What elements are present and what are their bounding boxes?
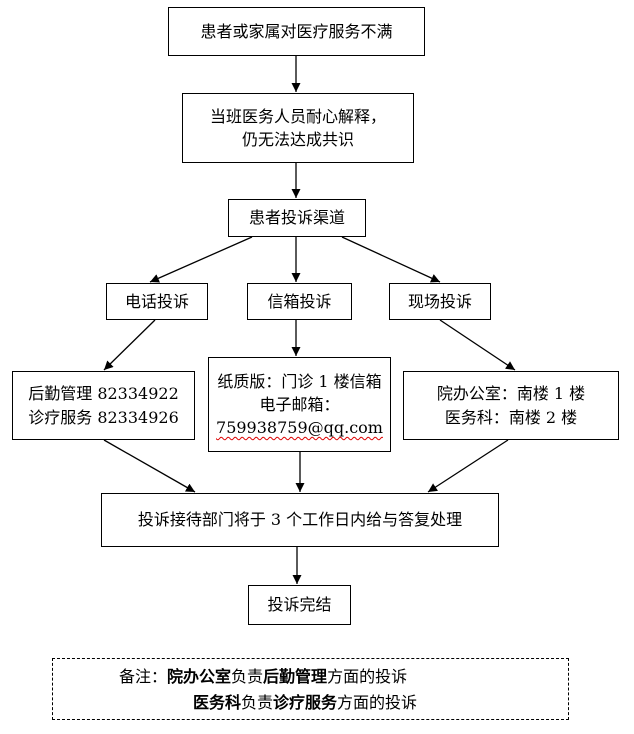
arrow-phone-detail-to-process <box>103 439 196 493</box>
mailbox-detail-line2: 电子邮箱： <box>259 394 340 414</box>
arrow-channels-to-phone <box>149 236 253 283</box>
remark-label: 备注： <box>119 667 168 686</box>
mailbox-detail-line1: 纸质版：门诊 1 楼信箱 <box>217 371 382 391</box>
arrow-phone-to-detail <box>103 319 156 371</box>
explain-text-line1: 当班医务人员耐心解释， <box>209 106 386 126</box>
channels-text: 患者投诉渠道 <box>248 208 345 228</box>
mailbox-detail-node: 纸质版：门诊 1 楼信箱 电子邮箱： 759938759@qq.com <box>208 357 391 452</box>
remark-line2: 医务科负责诊疗服务方面的投诉 <box>193 690 417 716</box>
remark-mid-1: 负责 <box>231 667 264 686</box>
remark-area-logistics: 后勤管理 <box>263 667 328 686</box>
onsite-detail-line2: 医务科：南楼 2 楼 <box>444 407 578 427</box>
start-node: 患者或家属对医疗服务不满 <box>168 7 425 56</box>
start-text: 患者或家属对医疗服务不满 <box>200 21 393 41</box>
process-node: 投诉接待部门将于 3 个工作日内给与答复处理 <box>101 493 499 547</box>
remark-mid-2: 负责 <box>241 693 274 712</box>
remark-tail-2: 方面的投诉 <box>337 693 418 712</box>
arrow-channels-to-onsite <box>341 236 441 283</box>
arrow-onsite-to-detail <box>439 319 516 371</box>
phone-complaint-text: 电话投诉 <box>124 291 189 311</box>
explain-text-line2: 仍无法达成共识 <box>241 130 354 149</box>
phone-detail-line2: 诊疗服务 82334926 <box>28 407 179 427</box>
remark-dept-medical: 医务科 <box>193 693 242 712</box>
channels-node: 患者投诉渠道 <box>228 199 366 237</box>
process-text: 投诉接待部门将于 3 个工作日内给与答复处理 <box>137 510 463 530</box>
mailbox-complaint-text: 信箱投诉 <box>267 291 332 311</box>
remark-line1: 备注：院办公室负责后勤管理方面的投诉 <box>119 664 407 690</box>
end-node: 投诉完结 <box>248 585 351 625</box>
remark-tail-1: 方面的投诉 <box>327 667 408 686</box>
onsite-detail-node: 院办公室：南楼 1 楼 医务科：南楼 2 楼 <box>403 371 619 440</box>
phone-detail-node: 后勤管理 82334922 诊疗服务 82334926 <box>12 371 195 440</box>
phone-detail-line1: 后勤管理 82334922 <box>28 384 179 404</box>
explain-node: 当班医务人员耐心解释， 仍无法达成共识 <box>182 93 414 163</box>
onsite-complaint-node: 现场投诉 <box>389 283 491 320</box>
end-text: 投诉完结 <box>267 595 332 615</box>
onsite-detail-line1: 院办公室：南楼 1 楼 <box>436 384 586 404</box>
remark-dept-office: 院办公室 <box>167 667 232 686</box>
remark-area-clinical: 诊疗服务 <box>273 693 338 712</box>
phone-complaint-node: 电话投诉 <box>106 283 208 320</box>
remark-box: 备注：院办公室负责后勤管理方面的投诉 医务科负责诊疗服务方面的投诉 <box>52 658 569 720</box>
onsite-complaint-text: 现场投诉 <box>407 291 472 311</box>
mailbox-complaint-node: 信箱投诉 <box>247 283 352 320</box>
mailbox-detail-email: 759938759@qq.com <box>216 418 383 438</box>
arrow-onsite-detail-to-process <box>427 439 509 493</box>
